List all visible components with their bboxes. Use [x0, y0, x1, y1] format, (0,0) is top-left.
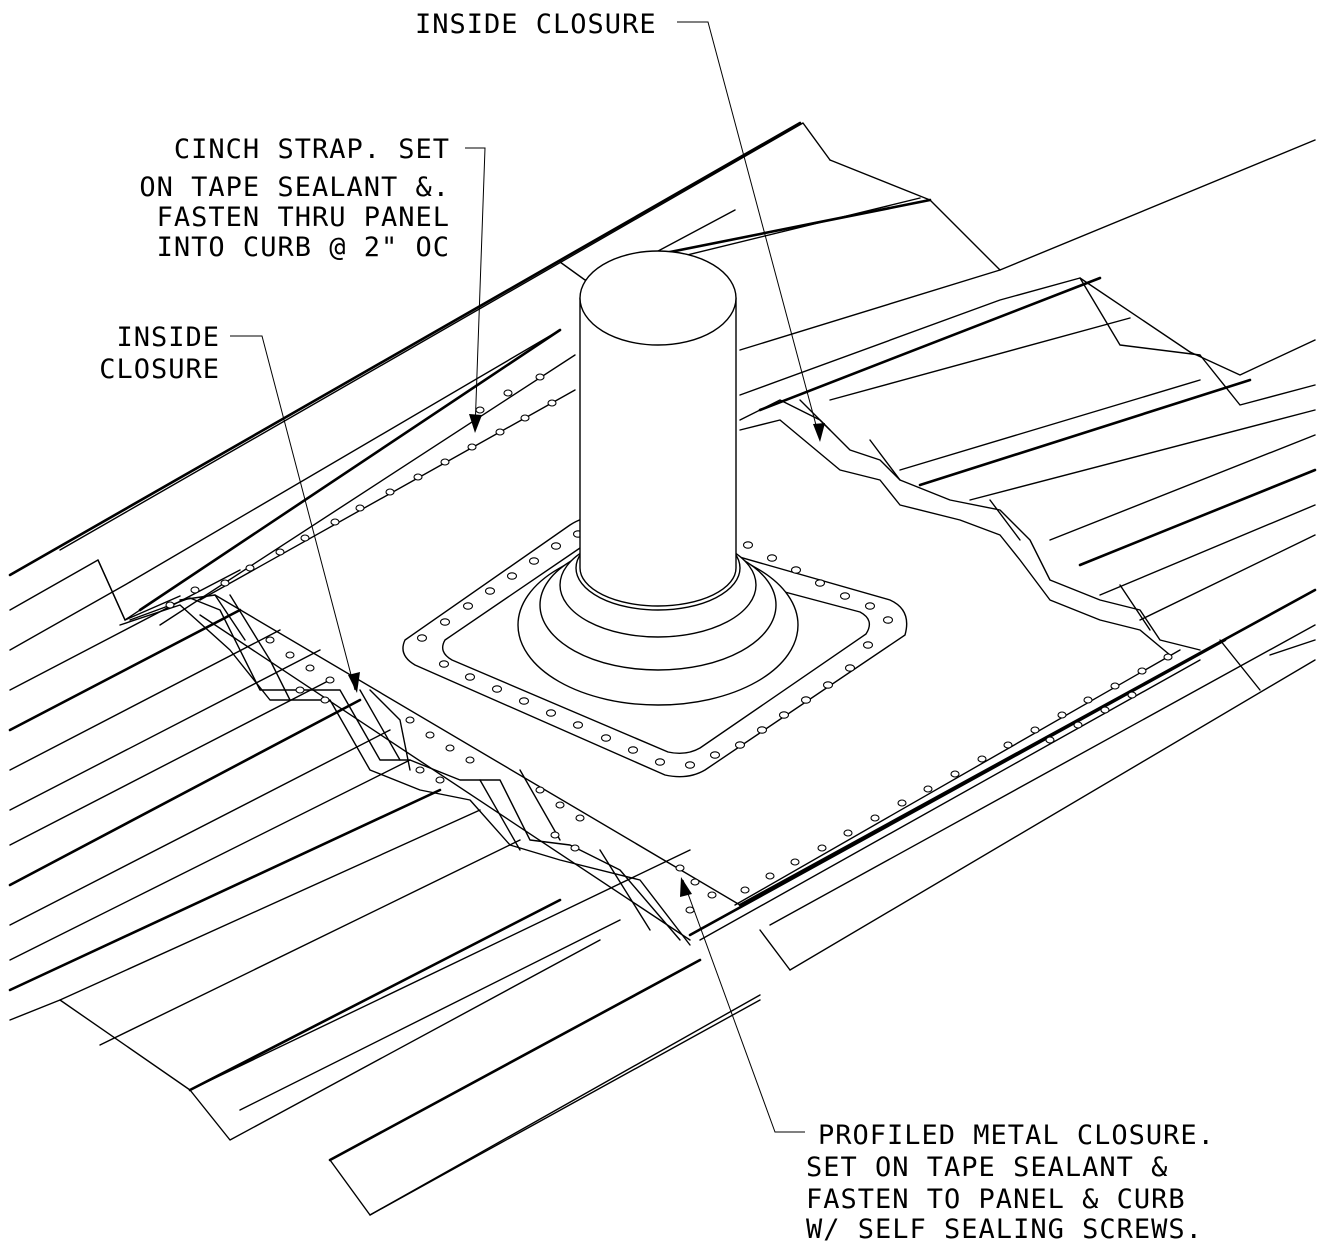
callout-cinch-strap-line-1: CINCH STRAP. SET [174, 134, 450, 165]
callout-cinch-strap-line-2: ON TAPE SEALANT &. [139, 172, 450, 203]
callout-inside-closure-top: INSIDE CLOSURE [415, 9, 657, 40]
closure-holes-left [265, 636, 717, 914]
callout-profiled-metal-closure-line-1: PROFILED METAL CLOSURE. [818, 1120, 1215, 1151]
callout-inside-closure-left: INSIDE CLOSURE [99, 322, 220, 385]
cinch-strap-holes-top [165, 373, 557, 609]
callout-profiled-metal-closure-line-4: W/ SELF SEALING SCREWS. [806, 1214, 1203, 1245]
callout-profiled-metal-closure: PROFILED METAL CLOSURE. SET ON TAPE SEAL… [806, 1120, 1215, 1245]
leader-lines [230, 21, 825, 1133]
callout-cinch-strap-line-3: FASTEN THRU PANEL [157, 202, 450, 233]
callout-inside-closure-left-line-2: CLOSURE [99, 354, 220, 385]
callout-cinch-strap: CINCH STRAP. SET ON TAPE SEALANT &. FAST… [139, 134, 450, 263]
callout-inside-closure-top-line-1: INSIDE CLOSURE [415, 9, 657, 40]
vent-pipe [579, 250, 737, 607]
roof-panels [8, 121, 1317, 1216]
cinch-strap-holes-right [740, 653, 1173, 894]
curb-outline [138, 328, 1227, 941]
callout-profiled-metal-closure-line-2: SET ON TAPE SEALANT & [806, 1152, 1168, 1183]
callout-inside-closure-left-line-1: INSIDE [116, 322, 220, 353]
callout-profiled-metal-closure-line-3: FASTEN TO PANEL & CURB [806, 1184, 1186, 1215]
callout-cinch-strap-line-4: INTO CURB @ 2" OC [157, 232, 450, 263]
